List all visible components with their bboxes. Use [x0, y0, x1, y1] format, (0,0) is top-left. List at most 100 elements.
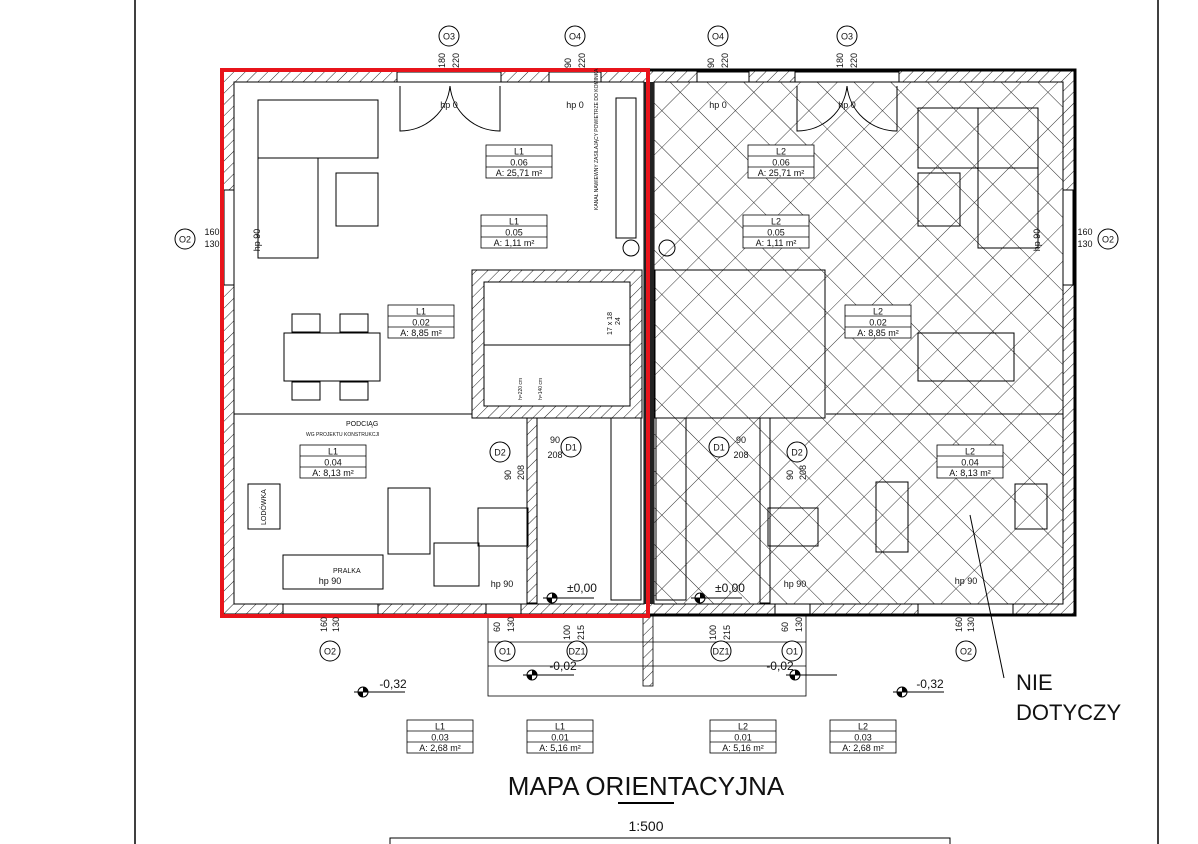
opening-tag-circle — [438, 25, 460, 47]
room-number: 0.04 — [324, 458, 342, 468]
opening-tag-circle — [836, 25, 858, 47]
dimension-label: 180 — [835, 53, 845, 68]
room-area: A: 8,13 m² — [949, 468, 991, 478]
dimension-label: 100 — [708, 625, 718, 640]
room-area: A: 8,13 m² — [312, 468, 354, 478]
sill-height-label: hp 90 — [955, 576, 978, 586]
opening-tag: D1 — [713, 443, 725, 453]
dimension-label: 90 — [503, 470, 513, 480]
room-number: 0.02 — [412, 318, 430, 328]
sill-height-label: hp 90 — [252, 229, 262, 252]
opening-tag: D2 — [494, 448, 506, 458]
room-unit: L2 — [738, 722, 748, 732]
room-unit: L2 — [776, 147, 786, 157]
sill-height-label: hp 0 — [440, 100, 458, 110]
elevation-label: -0,02 — [766, 659, 794, 673]
terrace-paving — [487, 615, 807, 697]
washer-label: PRALKA — [333, 568, 361, 575]
dimension-label: 160 — [1077, 227, 1092, 237]
elevation-marker: -0,02 — [766, 659, 837, 681]
sill-height-label: hp 90 — [491, 579, 514, 589]
room-stamp: L10.04A: 8,13 m² — [299, 444, 367, 479]
beam-sublabel: WG PROJEKTU KONSTRUKCJI — [306, 432, 379, 438]
room-stamp: L20.01A: 5,16 m² — [709, 719, 777, 754]
opening-tag: O3 — [841, 32, 853, 42]
sill-height-label: hp 90 — [319, 576, 342, 586]
elevation-label: -0,02 — [549, 659, 577, 673]
sill-height-label: hp 0 — [709, 100, 727, 110]
room-stamp: L20.02A: 8,85 m² — [844, 304, 912, 339]
opening-tag-circle — [955, 640, 977, 662]
room-number: 0.01 — [551, 733, 569, 743]
dimension-label: 90 — [563, 58, 573, 68]
selected-unit-highlight — [220, 68, 650, 618]
opening-tag-circle — [564, 25, 586, 47]
elevation-label: ±0,00 — [715, 581, 745, 595]
room-number: 0.03 — [854, 733, 872, 743]
opening-tag-circle — [319, 640, 341, 662]
opening-tag: O2 — [960, 647, 972, 657]
room-unit: L2 — [858, 722, 868, 732]
room-number: 0.02 — [869, 318, 887, 328]
room-unit: L1 — [555, 722, 565, 732]
room-area: A: 5,16 m² — [722, 743, 764, 753]
room-unit: L2 — [771, 217, 781, 227]
stairs-dim-label: 17 x 18 — [607, 312, 614, 335]
dimension-label: 160 — [204, 227, 219, 237]
room-number: 0.03 — [431, 733, 449, 743]
room-unit: L2 — [965, 447, 975, 457]
room-stamp: L10.02A: 8,85 m² — [387, 304, 455, 339]
room-stamp: L20.03A: 2,68 m² — [829, 719, 897, 754]
opening-tag: DZ1 — [712, 647, 729, 657]
opening-tag: O3 — [443, 32, 455, 42]
dimension-label: 215 — [722, 625, 732, 640]
not-applicable-note-line2: DOTYCZY — [1016, 700, 1121, 725]
dimension-label: 180 — [437, 53, 447, 68]
elevation-marker: ±0,00 — [543, 581, 597, 604]
elevation-marker: -0,02 — [523, 659, 577, 681]
dimension-label: 130 — [331, 617, 341, 632]
dimension-label: 130 — [506, 617, 516, 632]
room-unit: L1 — [435, 722, 445, 732]
elevation-marker: ±0,00 — [691, 581, 745, 604]
sill-height-label: hp 90 — [784, 579, 807, 589]
room-unit: L1 — [328, 447, 338, 457]
room-area: A: 2,68 m² — [842, 743, 884, 753]
note-leader — [969, 514, 1005, 679]
dimension-label: 220 — [451, 53, 461, 68]
opening-tag-circle — [786, 441, 808, 463]
opening-tag-circle — [560, 436, 582, 458]
dimension-label: 208 — [547, 450, 562, 460]
room-number: 0.05 — [767, 228, 785, 238]
dimension-label: 90 — [550, 435, 560, 445]
room-area: A: 5,16 m² — [539, 743, 581, 753]
dimension-label: 130 — [966, 617, 976, 632]
room-unit: L2 — [873, 307, 883, 317]
map-frame — [389, 837, 951, 844]
dimension-label: 130 — [1077, 239, 1092, 249]
elevation-marker: -0,32 — [893, 677, 944, 698]
not-applicable-area — [654, 82, 1063, 604]
left-unit-partitions — [234, 85, 643, 604]
elevation-label: -0,32 — [916, 677, 944, 691]
room-unit: L1 — [416, 307, 426, 317]
dimension-label: 90 — [736, 435, 746, 445]
opening-tag: O2 — [179, 235, 191, 245]
elevation-marker: -0,32 — [354, 677, 407, 698]
opening-tag: D2 — [791, 448, 803, 458]
room-area: A: 25,71 m² — [758, 168, 805, 178]
room-stamp: L10.06A: 25,71 m² — [485, 144, 553, 179]
room-area: A: 25,71 m² — [496, 168, 543, 178]
map-scale: 1:500 — [628, 818, 663, 834]
opening-tag-circle — [710, 640, 732, 662]
opening-tag: O1 — [499, 647, 511, 657]
room-unit: L1 — [509, 217, 519, 227]
dimension-label: 215 — [576, 625, 586, 640]
dimension-label: 60 — [780, 622, 790, 632]
room-number: 0.01 — [734, 733, 752, 743]
dimension-label: 220 — [849, 53, 859, 68]
elevation-label: -0,32 — [379, 677, 407, 691]
dimension-label: 130 — [204, 239, 219, 249]
opening-tag: DZ1 — [568, 647, 585, 657]
